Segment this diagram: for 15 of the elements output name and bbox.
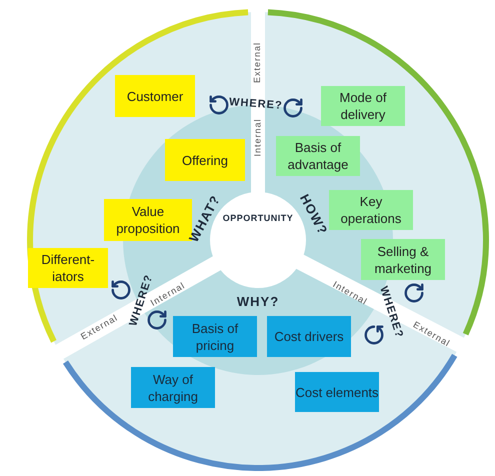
concept-box: Selling & marketing: [361, 239, 445, 280]
concept-box: Key operations: [329, 190, 413, 230]
concept-box: Cost drivers: [267, 316, 351, 357]
concept-box: Way of charging: [131, 367, 215, 408]
concept-box: Mode of delivery: [321, 86, 405, 126]
concept-box: Offering: [165, 139, 245, 181]
concept-box: Different- iators: [28, 248, 108, 288]
concept-box: Basis of pricing: [173, 316, 257, 357]
concept-box: Customer: [115, 75, 195, 117]
sector-boundary-label: Internal: [254, 118, 262, 156]
concept-box: Basis of advantage: [276, 136, 360, 176]
question-label: WHERE?: [228, 96, 284, 112]
sector-boundary-label: External: [254, 41, 262, 83]
sector-title: WHY?: [236, 294, 280, 308]
concept-box: Cost elements: [295, 372, 379, 412]
